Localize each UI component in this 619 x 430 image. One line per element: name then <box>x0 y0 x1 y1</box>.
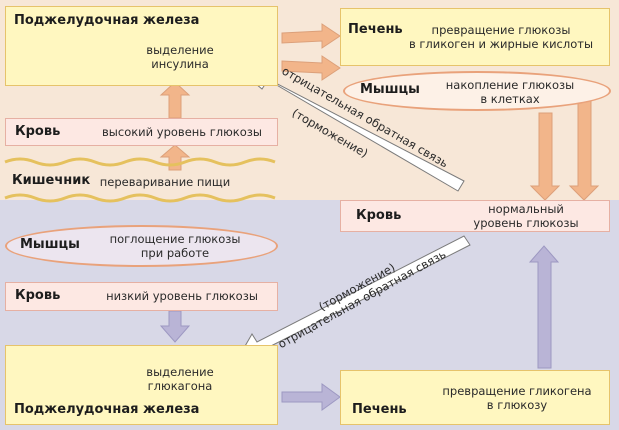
blood-normal-box <box>340 200 610 232</box>
arrow-pancreas-to-liver-bottom <box>281 383 341 411</box>
blood-high-box <box>5 118 278 146</box>
pancreas-bottom-line1: выделение <box>146 365 214 379</box>
blood-low-box <box>5 282 278 311</box>
arrow-pancreas-to-muscles <box>281 55 341 81</box>
pancreas-top-line1: выделение <box>146 43 214 57</box>
blood-low-text: низкий уровень глюкозы <box>106 289 258 303</box>
arrow-intestine-to-blood <box>159 144 191 171</box>
intestine-wave-bottom <box>4 193 276 203</box>
liver-top-line1: превращение глюкозы <box>431 23 571 37</box>
pancreas-top-line2: инсулина <box>151 57 209 71</box>
arrow-muscles-to-blood <box>529 112 561 201</box>
muscles-bottom-ellipse <box>5 225 278 267</box>
muscles-top-line1: накопление глюкозы <box>445 78 575 92</box>
arrow-liver-to-blood-normal <box>528 245 560 369</box>
muscles-bottom-title: Мышцы <box>20 237 80 252</box>
liver-top-title: Печень <box>348 22 403 37</box>
pancreas-bottom-title: Поджелудочная железа <box>14 402 200 417</box>
liver-top-line2: в гликоген и жирные кислоты <box>408 37 594 51</box>
liver-bottom-line1: превращение гликогена <box>442 384 592 398</box>
blood-low-title: Кровь <box>15 288 61 303</box>
pancreas-top-title: Поджелудочная железа <box>14 13 200 28</box>
intestine-wave-top <box>4 157 276 167</box>
muscles-top-ellipse <box>343 71 611 111</box>
arrow-blood-low-to-pancreas <box>159 310 191 343</box>
pancreas-bottom-line2: глюкагона <box>147 379 213 393</box>
intestine-title: Кишечник <box>12 173 91 188</box>
intestine-text: переваривание пищи <box>99 175 231 189</box>
liver-bottom-box <box>340 370 610 425</box>
liver-bottom-line2: в глюкозу <box>486 398 548 412</box>
blood-high-text: высокий уровень глюкозы <box>102 125 262 139</box>
blood-normal-line2: уровень глюкозы <box>473 216 579 230</box>
arrow-pancreas-to-liver <box>281 23 341 49</box>
muscles-top-title: Мышцы <box>360 82 420 97</box>
arrow-blood-to-pancreas <box>159 81 191 119</box>
pancreas-top-box <box>5 6 278 86</box>
muscles-bottom-line1: поглощение глюкозы <box>109 232 241 246</box>
muscles-top-line2: в клетках <box>480 92 540 106</box>
muscles-bottom-line2: при работе <box>140 246 210 260</box>
blood-normal-title: Кровь <box>356 208 402 223</box>
liver-bottom-title: Печень <box>352 402 407 417</box>
liver-top-box <box>340 8 610 66</box>
pancreas-bottom-box <box>5 345 278 425</box>
blood-high-title: Кровь <box>15 124 61 139</box>
blood-normal-line1: нормальный <box>488 202 564 216</box>
